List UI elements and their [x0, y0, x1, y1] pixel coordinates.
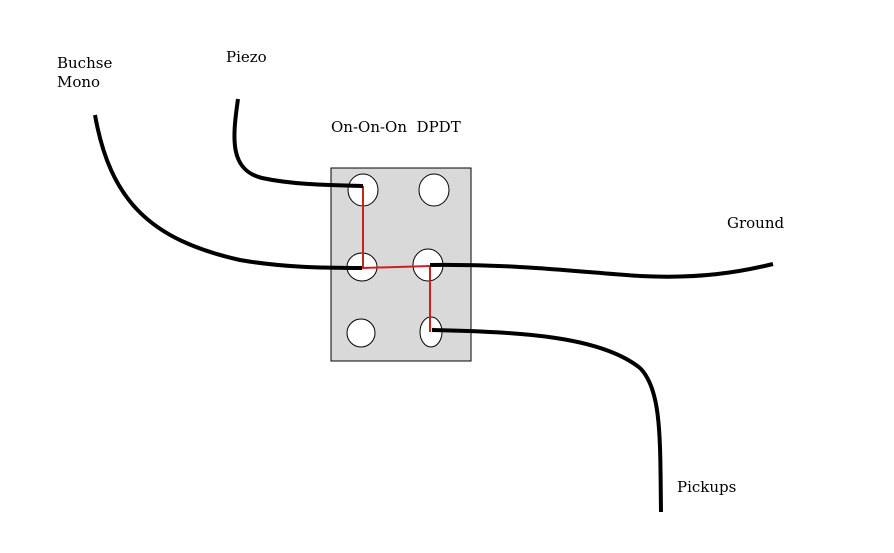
label-buchse: Buchse: [57, 54, 112, 72]
wire-buchse-mono: [93, 114, 363, 270]
wire-piezo: [232, 98, 364, 188]
label-mono: Mono: [57, 73, 100, 91]
label-ground: Ground: [727, 214, 785, 232]
wire-ground: [429, 262, 774, 279]
jumper-wire: [362, 186, 431, 332]
lug-bottom-left: [346, 318, 376, 348]
label-piezo: Piezo: [226, 48, 267, 66]
label-pickups: Pickups: [677, 478, 736, 496]
wire-pickups: [431, 328, 663, 513]
switch-title: On-On-On DPDT: [331, 118, 461, 136]
lug-top-right: [418, 173, 450, 207]
